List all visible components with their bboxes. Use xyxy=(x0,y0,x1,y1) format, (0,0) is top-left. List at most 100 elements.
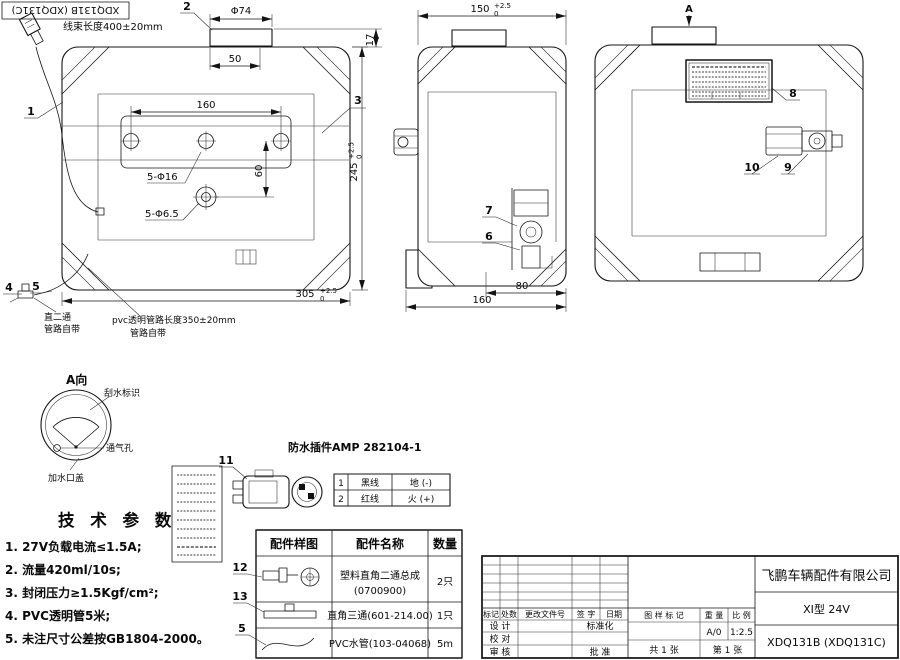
role-approve: 批 准 xyxy=(590,646,611,658)
stamp-stage-label: 图 样 标 记 xyxy=(644,610,684,620)
bottom-tubing: 直二通 管路自带 pvc透明管路长度350±20mm 管路自带 xyxy=(9,253,236,339)
parts-header-name: 配件名称 xyxy=(356,536,404,551)
filler-cap-side xyxy=(451,29,507,47)
pvc-note-line2: 管路自带 xyxy=(130,327,166,339)
mount-holes xyxy=(121,131,291,210)
connector-drawing xyxy=(232,469,323,509)
callout-4: 4 xyxy=(3,281,22,295)
callout-4-label: 4 xyxy=(5,281,13,294)
pin2-wire: 红线 xyxy=(361,493,379,505)
callout-3: 3 xyxy=(321,94,366,134)
dim-160-front-label: 160 xyxy=(196,100,215,111)
tech-param-5: 5. 未注尺寸公差按GB1804-2000。 xyxy=(5,631,209,646)
parts-header-sample: 配件样图 xyxy=(270,536,318,551)
callout-12: 12 xyxy=(232,561,263,578)
callout-2: 2 xyxy=(180,0,213,31)
parts-header-qty: 数量 xyxy=(433,536,457,551)
parts-row-2: 直角三通(601-214.00) 1只 xyxy=(263,603,453,622)
pump-assembly-side xyxy=(511,188,553,270)
harness-length-note: 线束长度400±20mm xyxy=(63,20,163,33)
callout-5-table-label: 5 xyxy=(238,622,246,635)
callout-6-label: 6 xyxy=(485,230,493,243)
callout-12-label: 12 xyxy=(232,561,247,574)
mount-lug xyxy=(393,128,419,156)
dim-160-side-label: 160 xyxy=(472,295,491,306)
dim-17: 17 xyxy=(274,28,382,48)
callout-8-label: 8 xyxy=(789,87,797,100)
part2-qty: 1只 xyxy=(437,611,453,622)
filler-cap-front xyxy=(209,28,273,47)
callout-5-front: 5 xyxy=(30,280,53,294)
callout-6: 6 xyxy=(482,230,521,251)
pvc-note-line1: pvc透明管路长度350±20mm xyxy=(112,314,236,326)
corner-title: XDQ131B (XDQ131C) xyxy=(11,4,119,15)
role-design: 设 计 xyxy=(490,620,511,632)
filler-cap-rear xyxy=(651,26,717,45)
tech-param-4: 4. PVC透明管5米; xyxy=(5,608,110,623)
callout-11: 11 xyxy=(218,454,248,480)
spec-label-box xyxy=(171,465,223,563)
dim-245-value: 245 xyxy=(349,162,360,181)
rev-mark-label: 标记 xyxy=(483,609,499,619)
dim-150-tol-up: +2.5 xyxy=(494,2,511,10)
callout-11-label: 11 xyxy=(218,454,233,467)
stamp-scale-label: 比 例 xyxy=(732,610,751,620)
dim-60-label: 60 xyxy=(254,165,265,178)
company-name: 飞鹏车辆配件有限公司 xyxy=(761,568,891,584)
part3-qty: 5m xyxy=(437,639,453,650)
connector-detail: 防水插件AMP 282104-1 11 xyxy=(171,440,451,563)
role-audit: 审 核 xyxy=(490,646,511,658)
pin1-role: 地 (-) xyxy=(410,477,432,489)
rev-doc-label: 更改文件号 xyxy=(525,609,565,619)
model-label: XI型 24V xyxy=(803,602,850,616)
callout-7-label: 7 xyxy=(485,204,493,217)
callout-2-label: 2 xyxy=(183,0,191,13)
parts-table: 配件样图 配件名称 数量 塑料直角二通总成 (0700900) 2只 直角三通(… xyxy=(232,529,463,659)
callout-5-table: 5 xyxy=(235,622,267,646)
dim-245: 245 +2.5 0 xyxy=(348,46,368,291)
pin1-wire: 黑线 xyxy=(361,477,379,489)
callout-10: 10 xyxy=(744,155,779,175)
role-standard: 标准化 xyxy=(586,620,613,632)
view-a-letter: A xyxy=(685,4,693,15)
corner-title-box: XDQ131B (XDQ131C) xyxy=(1,1,130,20)
wiper-mark-label: 刮水标识 xyxy=(104,387,140,399)
filler-cap-label: 加水口盖 xyxy=(48,472,84,484)
part1-name: 塑料直角二通总成 xyxy=(340,569,420,582)
rev-date-label: 日期 xyxy=(606,610,622,619)
side-view: 150 +2.5 0 80 160 7 6 xyxy=(393,2,567,312)
view-a-marker: A xyxy=(685,4,693,26)
callout-1-label: 1 xyxy=(27,105,35,118)
callout-5-front-label: 5 xyxy=(32,280,40,293)
parts-row-1: 塑料直角二通总成 (0700900) 2只 xyxy=(262,567,453,597)
stamp-stage-value: A/0 xyxy=(707,628,722,638)
dim-245-tol-dn: 0 xyxy=(356,155,364,159)
fitting-note-line1: 直二通 xyxy=(44,311,71,323)
fitting-note-line2: 管路自带 xyxy=(44,323,80,335)
callout-3-label: 3 xyxy=(354,94,362,107)
tech-param-1: 1. 27V负载电流≤1.5A; xyxy=(5,539,142,554)
stamp-sheets: 共 1 张 xyxy=(649,645,678,656)
dim-50: 50 xyxy=(209,48,261,70)
wire-harness: 线束长度400±20mm xyxy=(18,12,163,216)
drawing-number: XDQ131B (XDQ131C) xyxy=(767,636,886,649)
dim-phi74: Φ74 xyxy=(209,6,273,27)
callout-8: 8 xyxy=(771,87,800,101)
dim-5phi65: 5-Φ6.5 xyxy=(145,202,200,221)
callout-7: 7 xyxy=(482,204,518,227)
rev-sign-label: 签 字 xyxy=(577,609,596,619)
dim-80-label: 80 xyxy=(516,281,529,292)
dim-5phi65-label: 5-Φ6.5 xyxy=(145,209,179,220)
callout-1: 1 xyxy=(24,101,64,119)
front-view: Φ74 50 17 160 60 5-Φ16 xyxy=(3,0,382,339)
vent-hole-label: 通气孔 xyxy=(106,442,133,454)
part1-code: (0700900) xyxy=(354,586,406,597)
rev-count-label: 处数 xyxy=(501,609,517,619)
pin2-no: 2 xyxy=(338,495,344,505)
pin-table: 1 黑线 地 (-) 2 红线 火 (+) xyxy=(333,473,451,507)
dim-150: 150 +2.5 0 xyxy=(417,2,567,45)
stamp-sheet-no: 第 1 张 xyxy=(713,644,742,656)
dim-phi74-label: Φ74 xyxy=(231,6,252,17)
part3-name: PVC水管(103-04068) xyxy=(329,637,431,650)
callout-9-label: 9 xyxy=(784,161,792,174)
